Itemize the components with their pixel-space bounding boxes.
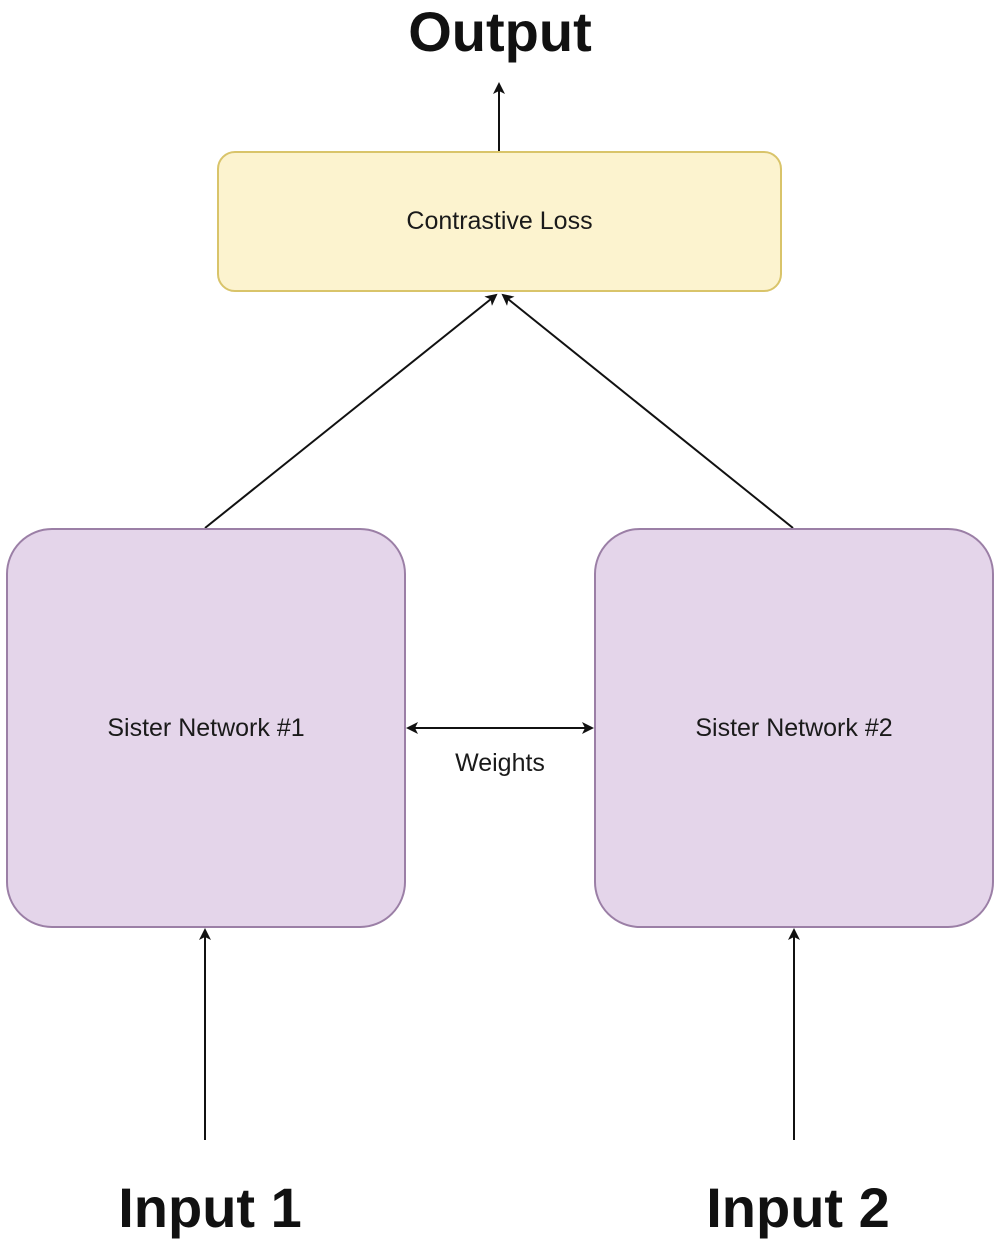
input-2-label: Input 2 xyxy=(706,1176,890,1239)
weights-label: Weights xyxy=(455,749,545,777)
contrastive-loss-node: Contrastive Loss xyxy=(217,151,782,292)
output-label: Output xyxy=(408,0,592,63)
sister-network-1-label: Sister Network #1 xyxy=(107,713,305,742)
sister-network-2-label: Sister Network #2 xyxy=(695,713,893,742)
contrastive-loss-label: Contrastive Loss xyxy=(406,207,593,235)
sister-network-1-node: Sister Network #1 xyxy=(6,528,406,928)
edge-sister2-to-loss xyxy=(501,293,794,529)
edge-sister1-to-loss xyxy=(204,293,498,529)
input-1-label: Input 1 xyxy=(118,1176,302,1239)
sister-network-2-node: Sister Network #2 xyxy=(594,528,994,928)
